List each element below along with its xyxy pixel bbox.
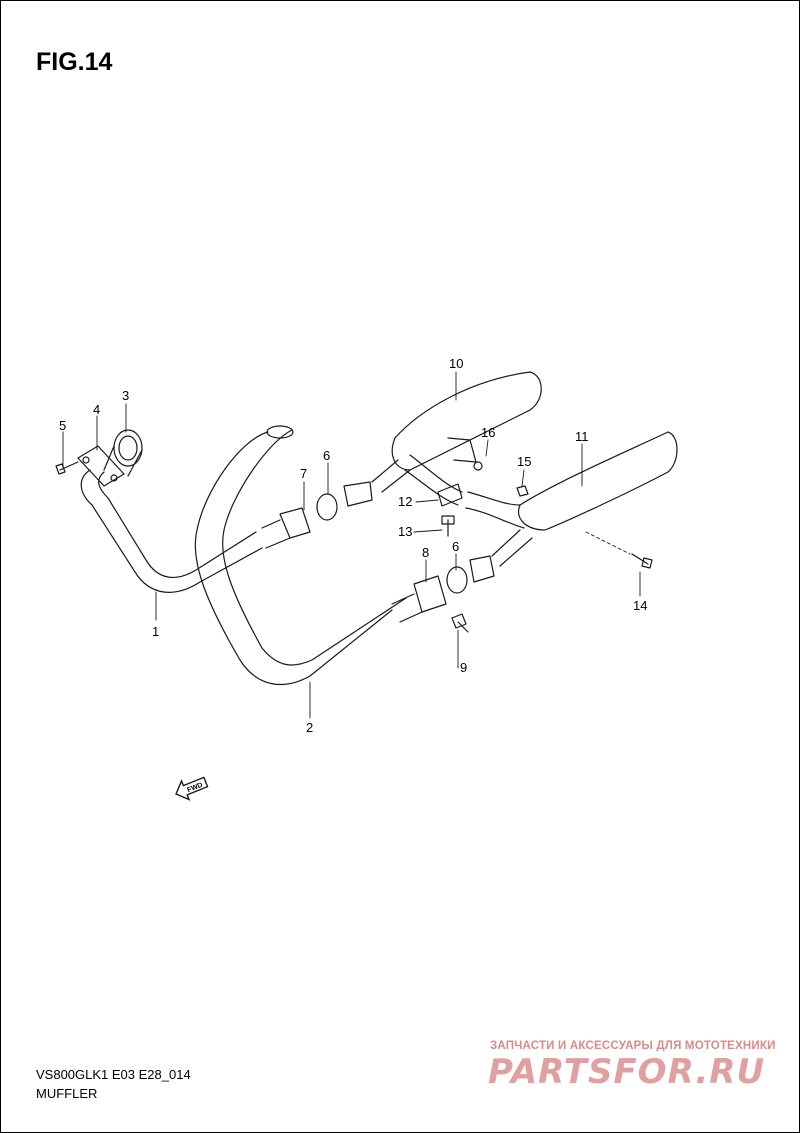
section-name: MUFFLER xyxy=(36,1086,98,1101)
callout-14: 14 xyxy=(633,598,647,613)
callout-9: 9 xyxy=(460,660,467,675)
callout-13: 13 xyxy=(398,524,412,539)
callout-5: 5 xyxy=(59,418,66,433)
nut-15 xyxy=(516,485,529,497)
gasket-3 xyxy=(103,429,143,477)
fwd-arrow-icon: FWD xyxy=(175,776,209,801)
bolt-5 xyxy=(55,461,79,475)
watermark-tagline: ЗАПЧАСТИ И АКСЕССУАРЫ ДЛЯ МОТОТЕХНИКИ xyxy=(490,1040,776,1052)
muffler-11 xyxy=(465,431,678,567)
bolt-13 xyxy=(441,515,455,537)
callout-12: 12 xyxy=(398,494,412,509)
bolt-14 xyxy=(631,553,653,569)
connector-6-upper xyxy=(316,481,373,521)
flange-4 xyxy=(77,445,125,487)
callout-15: 15 xyxy=(517,454,531,469)
connector-6-lower xyxy=(446,555,495,594)
clamp-7 xyxy=(261,507,311,549)
callout-11: 11 xyxy=(575,429,589,444)
callout-2: 2 xyxy=(306,720,313,735)
watermark-logo: PARTSFOR.RU xyxy=(488,1052,766,1092)
callout-16: 16 xyxy=(481,425,495,440)
clamp-8 xyxy=(391,575,447,623)
exhaust-pipe-2 xyxy=(194,425,407,686)
muffler-10 xyxy=(371,371,542,506)
callout-1: 1 xyxy=(152,624,159,639)
model-code: VS800GLK1 E03 E28_014 xyxy=(36,1067,191,1082)
bracket-12 xyxy=(437,483,463,507)
bolt-9 xyxy=(451,613,469,633)
callout-6-upper: 6 xyxy=(323,448,330,463)
leader-lines xyxy=(62,371,641,719)
exhaust-pipe-1 xyxy=(80,469,263,593)
callout-6-lower: 6 xyxy=(452,539,459,554)
callout-7: 7 xyxy=(300,466,307,481)
callout-3: 3 xyxy=(122,388,129,403)
callout-10: 10 xyxy=(449,356,463,371)
figure-title: FIG.14 xyxy=(36,48,113,76)
callout-4: 4 xyxy=(93,402,100,417)
callout-8: 8 xyxy=(422,545,429,560)
